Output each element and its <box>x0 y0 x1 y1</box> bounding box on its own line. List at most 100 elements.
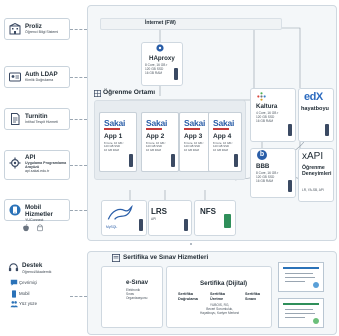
service-title: Mobil Hizmetler <box>25 204 53 218</box>
xapi-node[interactable] <box>298 148 334 202</box>
esinav-line: Organizasyonu <box>126 295 148 300</box>
spec-line: 8 Core, 16 GB r <box>256 171 279 175</box>
service-title: Proliz <box>25 23 42 30</box>
internet-bar <box>100 18 282 30</box>
spec-line: 8 Core, 16 GB r <box>184 141 204 145</box>
support-online: Çevrimiçi <box>19 280 38 285</box>
nfs-label: NFS <box>200 207 216 216</box>
app-label: App 3 <box>184 133 203 140</box>
esinav-line: Sınav <box>126 291 135 296</box>
esinav-title: e-Sınav <box>126 279 149 286</box>
app-card-1[interactable]: Sakai App 1 8 Core, 16 GB r 120 GB SSD 1… <box>99 112 137 172</box>
haproxy-title: HAproxy <box>149 55 175 62</box>
cert-col-line: Sertifika <box>245 292 260 296</box>
cert-col-line: Sertifika <box>178 292 193 296</box>
spec-line: 120 GB SSD <box>256 174 275 179</box>
cert-col-exam: Sertifika Sınavı <box>245 292 260 301</box>
mobile-icon <box>12 290 16 298</box>
service-mobile[interactable]: Mobil Hizmetler YUConnect <box>4 199 70 222</box>
service-api[interactable]: API Uygulama Programlama Arayüzü api.sak… <box>4 150 70 180</box>
certificate-thumbnail <box>278 262 324 292</box>
spec-line: 16 GB RAM <box>213 147 228 152</box>
document-icon <box>11 113 20 125</box>
certificate-icon <box>112 254 120 262</box>
sakai-logo-bar <box>104 128 120 130</box>
connector <box>70 29 87 30</box>
server-icon <box>171 154 175 167</box>
headset-icon <box>8 263 19 272</box>
spec-line: 120 GB SSD <box>104 144 121 149</box>
spec-line: 16 GB RAM <box>184 147 199 152</box>
service-auth-ldap[interactable]: Auth LDAP Kimlik Doğrulama <box>4 66 70 88</box>
connector <box>70 296 87 297</box>
sakai-logo: Sakai <box>184 118 206 128</box>
service-subtitle: İntihal Tespit Hizmeti <box>25 120 58 124</box>
app-spec: 8 Core, 16 GB r 120 GB SSD 16 GB RAM <box>213 141 233 152</box>
divider <box>190 243 192 245</box>
service-subtitle: YUConnect <box>25 218 44 222</box>
sakai-logo-bar <box>213 128 229 130</box>
apple-icon <box>23 224 29 232</box>
certificate-thumbnail <box>278 298 324 328</box>
cert-col-verify: Sertifika Doğrulama <box>178 292 198 301</box>
app-card-3[interactable]: Sakai App 3 8 Core, 16 GB r 120 GB SSD 1… <box>179 112 217 172</box>
sakai-logo-bar <box>184 128 200 130</box>
spec-line: 120 GB SSD <box>184 144 201 149</box>
spec-line: 8 Core, 16 GB r <box>146 141 166 145</box>
nfs-node[interactable] <box>194 200 236 236</box>
app-label: App 4 <box>213 133 232 140</box>
bbb-spec: 8 Core, 16 GB r 120 GB SSD 16 GB RAM <box>256 171 279 183</box>
lrs-subtitle: API <box>151 217 157 221</box>
service-title: Turnitin <box>25 113 48 120</box>
connector <box>70 119 87 120</box>
service-title: Auth LDAP <box>25 71 58 78</box>
app-card-2[interactable]: Sakai App 2 8 Core, 16 GB r 120 GB SSD 1… <box>141 112 179 172</box>
spec-line: 120 GB SSD <box>145 66 164 71</box>
app-card-4[interactable]: Sakai App 4 8 Core, 16 GB r 120 GB SSD 1… <box>208 112 242 172</box>
mysql-label: MySQL <box>106 225 118 229</box>
footer-line: Beceri Sorumluluk, <box>206 306 233 311</box>
grid-icon <box>94 90 101 97</box>
spec-line: 16 GB RAM <box>146 147 161 152</box>
service-turnitin[interactable]: Turnitin İntihal Tespit Hizmeti <box>4 108 70 130</box>
sakai-logo-bar <box>146 128 162 130</box>
cert-col-line: Üretme <box>210 296 224 301</box>
server-icon <box>184 219 188 231</box>
bbb-title: BBB <box>256 163 270 170</box>
app-spec: 8 Core, 16 GB r 120 GB SSD 16 GB RAM <box>184 141 204 152</box>
support-face-to-face: Yüz yüze <box>19 301 38 306</box>
certificate-title: Sertifika ve Sınav Hizmetleri <box>123 254 209 261</box>
connector <box>70 210 87 211</box>
cert-col-line: Doğrulama <box>178 296 198 301</box>
support-mobile: Mobil <box>19 291 30 296</box>
spec-line: 4 Core, 16 GB r <box>256 111 279 115</box>
internet-label: İnternet (FW) <box>145 20 176 26</box>
sakai-logo: Sakai <box>213 118 235 128</box>
bbb-logo: b <box>257 150 267 160</box>
esinav-box[interactable] <box>101 266 163 328</box>
sakai-logo: Sakai <box>104 118 126 128</box>
server-icon <box>129 154 133 167</box>
esinav-desc: Elektronik Sınav Organizasyonu <box>126 288 148 300</box>
service-subtitle: Kimlik Doğrulama <box>25 78 54 82</box>
app-spec: 8 Core, 16 GB r 120 GB SSD 16 GB RAM <box>146 141 166 152</box>
server-icon <box>288 124 292 136</box>
service-subtitle: Uygulama Programlama Arayüzü <box>25 161 67 170</box>
storage-drive-icon <box>224 214 231 228</box>
cert-col-produce: Sertifika Üretme <box>210 292 225 301</box>
spec-line: 8 Core, 16 GB r <box>145 63 168 67</box>
edx-node[interactable] <box>298 88 334 142</box>
spec-line: 16 GB RAM <box>104 147 119 152</box>
kaltura-spec: 4 Core, 16 GB r 120 GB SSD 16 GB RAM <box>256 111 279 123</box>
connector <box>70 77 87 78</box>
cert-col-line: Sertifika <box>210 292 225 296</box>
service-proliz[interactable]: Proliz Öğrenci Bilgi Sistemi <box>4 18 70 40</box>
spec-line: 16 GB RAM <box>256 118 274 123</box>
id-card-icon <box>9 72 21 82</box>
server-icon <box>174 68 178 80</box>
spec-line: 8 Core, 16 GB r <box>104 141 124 145</box>
kaltura-title: Kaltura <box>256 103 278 110</box>
lrs-label: LRS <box>151 207 167 216</box>
digital-cert-box[interactable] <box>166 266 272 328</box>
footer-line: YUBOIS, RG, <box>209 303 230 307</box>
